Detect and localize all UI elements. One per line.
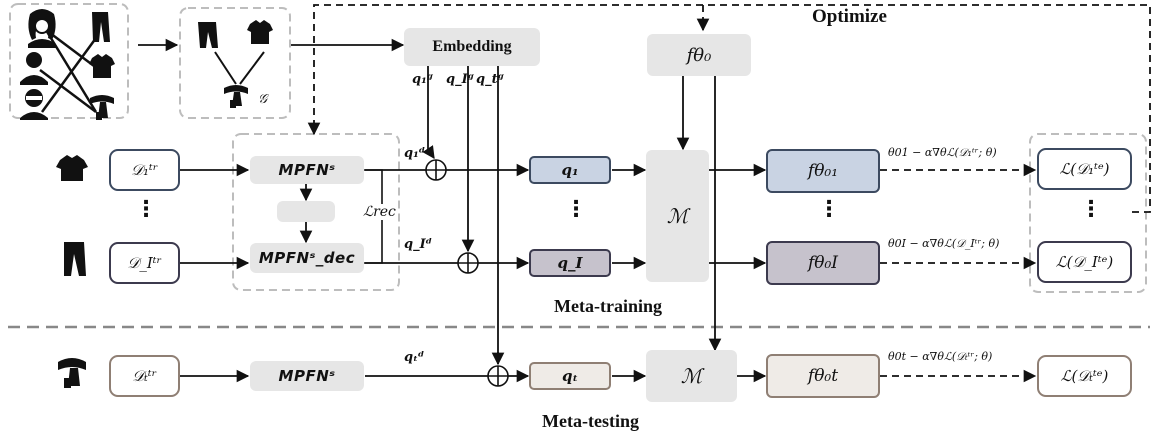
f-theta0I-box: fθ₀I [766,241,880,285]
qI-box: q_I [529,249,611,277]
q1-box: q₁ [529,156,611,184]
mpfn-encoder-box: MPFNˢ [250,156,364,184]
dataset-1-box: 𝒟₁ᵗʳ [109,149,180,191]
qt-d-label: qₜᵈ [404,350,425,365]
graph-tshirt-icon [247,20,273,44]
qt-g-label: q_tᵍ [476,72,505,87]
row1-tshirt-icon [56,155,88,181]
meta-testing-label: Meta-testing [542,411,639,431]
qI-d-label: q_Iᵈ [404,237,433,252]
f-theta01-box: fθ₀₁ [766,149,880,193]
mpfn-group [232,133,400,291]
modulator-box: ℳ [646,150,709,282]
mpfn-decoder-box: MPFNˢ_dec [250,243,364,273]
l-rec-label: ℒrec [361,204,398,220]
tshirt-icon [89,54,115,78]
rowI-pants-icon [64,242,86,276]
qt-box: qₜ [529,362,611,390]
f-theta0t-box: fθ₀t [766,354,880,398]
oplus-1 [425,159,447,181]
qI-g-label: q_Iᵍ [446,72,475,87]
item-graph-group [179,7,291,119]
loss-1-box: ℒ(𝒟₁ᵗᵉ) [1037,148,1132,190]
user-sunglasses-icon [20,89,48,120]
mpfn-test-box: MPFNˢ [250,361,364,391]
optimize-arrow [307,4,1151,213]
pants-icon [92,12,110,42]
graph-symbol: 𝒢 [258,92,268,107]
mpfn-latent-box [277,201,335,222]
dataset-vdots: ⋮ [135,197,157,222]
loss-t-box: ℒ(𝒟ₜᵗᵉ) [1037,355,1132,397]
oplus-I [457,252,479,274]
graph-scarf-icon [224,85,248,108]
graph-pants-icon [198,22,218,48]
user-female-icon [28,9,56,48]
q1-g-label: q₁ᵍ [412,72,434,87]
oplus-t [487,365,509,387]
scarf-icon [90,95,114,120]
loss-vdots: ⋮ [1080,197,1102,222]
update-formula-I: θ0I − α∇θℒ(𝒟_Iᵗʳ; θ) [888,237,1000,250]
meta-training-label: Meta-training [554,296,662,316]
q-vdots: ⋮ [565,197,587,222]
update-formula-t: θ0t − α∇θℒ(𝒟ₜᵗʳ; θ) [888,350,993,363]
dataset-I-box: 𝒟_Iᵗʳ [109,242,180,284]
loss-I-box: ℒ(𝒟_Iᵗᵉ) [1037,241,1132,283]
user-icon [20,52,48,85]
q1-d-label: q₁ᵈ [404,146,426,161]
f-theta0-box: fθ₀ [647,34,751,76]
loss-group [1029,133,1147,293]
embedding-box: Embedding [404,28,540,66]
update-formula-1: θ01 − α∇θℒ(𝒟₁ᵗʳ; θ) [888,146,997,159]
modulator-test-box: ℳ [646,350,737,402]
optimize-label: Optimize [812,6,887,27]
f-vdots: ⋮ [818,197,840,222]
rowt-scarf-icon [58,358,86,388]
dataset-t-box: 𝒟ₜᵗʳ [109,355,180,397]
users-items-group [9,3,129,119]
